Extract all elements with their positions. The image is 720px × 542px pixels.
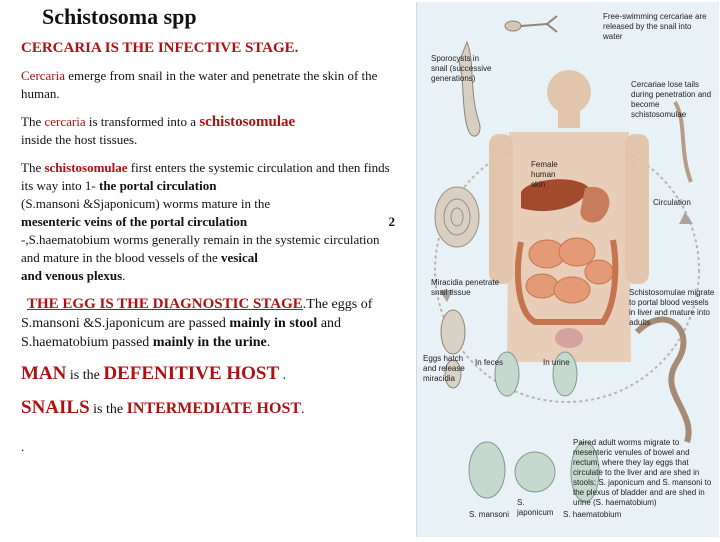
lifecycle-diagram xyxy=(434,15,700,503)
paragraph-text: . xyxy=(122,268,126,283)
intermediate-host-line: SNAILS is the INTERMEDIATE HOST. xyxy=(21,394,399,424)
definitive-host-line: MAN is the DEFENITIVE HOST . xyxy=(21,360,399,390)
mesenteric-line: mesenteric veins of the portal circulati… xyxy=(21,213,399,231)
list-number-2: 2 xyxy=(388,214,396,229)
footnote: . xyxy=(21,439,25,454)
definitive-host-term: DEFENITIVE HOST xyxy=(103,363,280,384)
venous-plexus-term: and venous plexus xyxy=(21,268,123,283)
eggs-group xyxy=(468,351,600,503)
vesical-term: vesical xyxy=(221,250,258,265)
paragraph-text: . xyxy=(301,402,305,417)
man-term: MAN xyxy=(21,363,67,384)
egg-urine-icon xyxy=(552,351,578,397)
paragraph-text: . xyxy=(279,368,287,383)
label-s-japonicum: S. japonicum xyxy=(517,498,554,517)
label-free-swimming: Free-swimming cercariae are released by … xyxy=(603,12,707,41)
schistosomulae-term: schistosomulae xyxy=(199,114,296,130)
label-in-feces: In feces xyxy=(475,358,504,367)
paragraph-text: . xyxy=(266,335,271,350)
paragraph-text: is transformed into a xyxy=(85,114,200,129)
label-s-mansoni: S. mansoni xyxy=(469,510,510,519)
paragraph-text: -,S.haematobium worms generally remain i… xyxy=(21,232,380,265)
schistosomulae-term: schistosomulae xyxy=(44,160,128,175)
egg-feces-icon xyxy=(494,351,520,397)
paragraph-text: The xyxy=(21,160,45,175)
paragraph-text: The xyxy=(21,114,45,129)
paragraph-text: .The eggs of S.mansoni &S.japonicum are … xyxy=(21,297,373,331)
label-eggs-hatch: Eggs hatch and release miracidia xyxy=(423,354,465,383)
intermediate-host-term: INTERMEDIATE HOST xyxy=(126,400,302,417)
snails-term: SNAILS xyxy=(21,397,90,418)
arrow-head-right xyxy=(679,212,693,224)
paragraph-transform: The cercaria is transformed into a schis… xyxy=(21,113,399,149)
egg-s-mansoni-icon xyxy=(468,441,506,499)
paragraph-diagnostic: THE EGG IS THE DIAGNOSTIC STAGE.The eggs… xyxy=(21,295,399,352)
stomach-icon xyxy=(580,186,610,223)
liver-icon xyxy=(521,179,589,212)
paragraph-text: emerge from snail in the water and penet… xyxy=(21,68,378,101)
label-s-haematobium: S. haematobium xyxy=(563,510,622,519)
cercaria-term: cercaria xyxy=(44,114,86,129)
bladder-icon xyxy=(555,328,583,348)
label-sporocysts: Sporocysts in snail (successive generati… xyxy=(431,54,492,83)
egg-s-haematobium-icon xyxy=(570,441,600,503)
paragraph-text: inside the host tissues. xyxy=(21,132,138,147)
text-column: CERCARIA IS THE INFECTIVE STAGE. Cercari… xyxy=(21,40,399,456)
label-lose-tails: Cercariae lose tails during penetration … xyxy=(631,80,712,119)
cercaria-icon xyxy=(504,15,558,33)
label-in-urine: In urine xyxy=(543,358,570,367)
lifecycle-figure: Free-swimming cercariae are released by … xyxy=(416,2,719,537)
paragraph-text: is the xyxy=(66,368,104,383)
stool-term: mainly in stool xyxy=(229,316,318,331)
paragraph-circulation: The schistosomulae first enters the syst… xyxy=(21,159,399,285)
mesenteric-veins-term: mesenteric veins of the portal circulati… xyxy=(21,214,248,229)
cercaria-term: Cercaria xyxy=(21,68,66,83)
paragraph-text: first enters the systemic circulation an… xyxy=(21,160,390,193)
sporocyst-icon xyxy=(458,40,481,137)
label-paired-worms: Paired adult worms migrate to mesenteric… xyxy=(573,438,712,507)
egg-s-japonicum-icon xyxy=(514,451,556,493)
portal-circulation-term: the portal circulation xyxy=(99,178,217,193)
label-female-skin: Female human skin xyxy=(531,160,558,189)
cycle-path xyxy=(434,137,700,403)
snail-icon xyxy=(434,186,480,248)
diagnostic-stage-heading: THE EGG IS THE DIAGNOSTIC STAGE xyxy=(27,296,303,312)
arrow-head-left xyxy=(439,290,453,302)
paragraph-text: is the xyxy=(89,402,127,417)
schistosomulae-icon xyxy=(673,100,693,183)
label-migrate-liver: Schistosomulae migrate to portal blood v… xyxy=(629,288,715,327)
infective-stage-heading: CERCARIA IS THE INFECTIVE STAGE. xyxy=(21,40,299,56)
intestines-icon xyxy=(514,237,619,325)
paragraph-text: and S.haematobium passed xyxy=(21,316,342,350)
adult-worm-icon xyxy=(634,316,692,443)
paragraph-cercaria-emerge: Cercaria emerge from snail in the water … xyxy=(21,67,399,103)
paragraph-text: (S.mansoni &Sjaponicum) worms mature in … xyxy=(21,196,271,211)
miracidium-icon xyxy=(440,309,466,389)
label-miracidia: Miracidia penetrate snail tissue xyxy=(431,278,500,297)
urine-term: mainly in the urine xyxy=(152,335,267,350)
label-circulation: Circulation xyxy=(653,198,691,207)
page-title: Schistosoma spp xyxy=(42,4,197,29)
human-body xyxy=(489,70,649,362)
